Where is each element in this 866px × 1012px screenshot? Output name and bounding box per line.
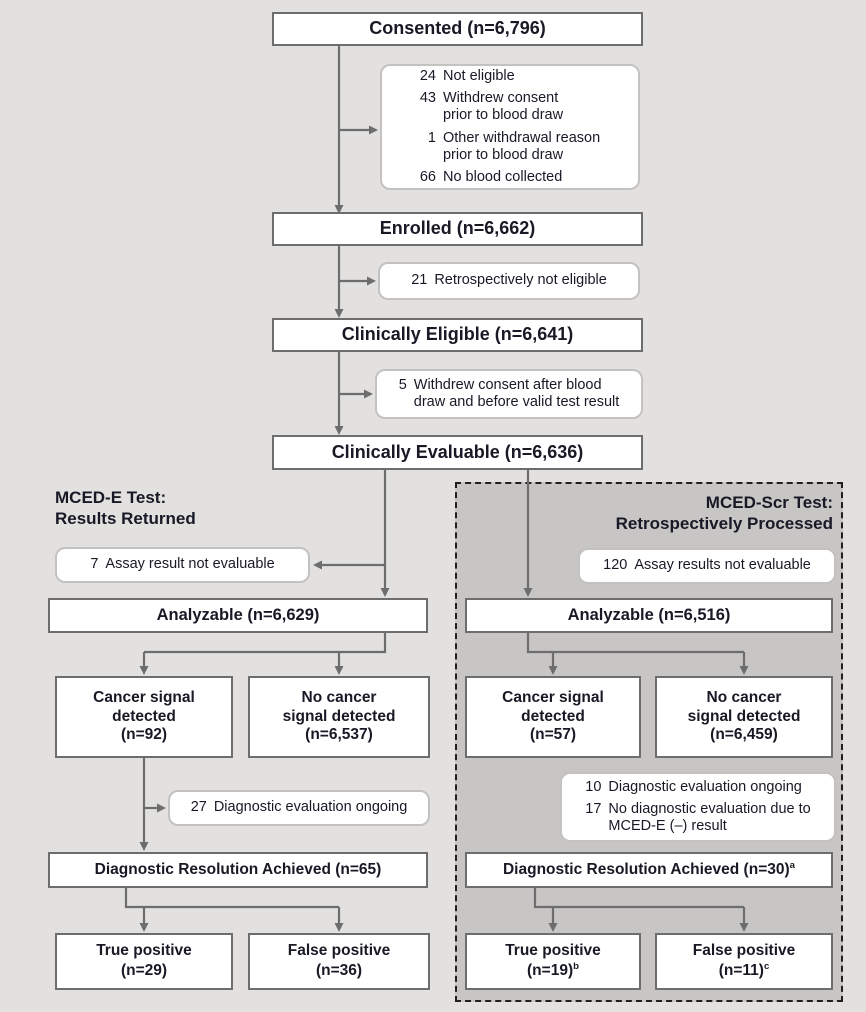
right-assay-list: 120 Assay results not evaluable [603,557,811,574]
resolution-footnote-sup: a [789,859,795,871]
tp-line1: True positive [505,942,601,960]
mced-scr-branch-header: MCED-Scr Test: Retrospectively Processed [615,493,833,534]
fp-line2-wrap: (n=36) [288,961,391,981]
note-item-count: 120 [603,557,628,574]
note-item-text: Assay result not evaluable [105,556,275,573]
tp-line2-wrap: (n=29) [96,961,192,981]
right-no-cancer-signal-box: No cancer signal detected (n=6,459) [655,676,833,758]
left-analyzable-box: Analyzable (n=6,629) [48,598,428,633]
note-item-text: Assay results not evaluable [634,557,811,574]
left-ongoing-note: 27 Diagnostic evaluation ongoing [168,790,430,826]
left-diagnostic-resolution-box: Diagnostic Resolution Achieved (n=65) [48,852,428,888]
note-item-text: Withdrew consent prior to blood draw [442,90,564,124]
left-assay-list: 7 Assay result not evaluable [90,556,274,573]
fp-footnote-sup: c [763,961,770,973]
eligible-exclusion-list: 5 Withdrew consent after blood draw and … [399,377,620,411]
tp-line1: True positive [96,942,192,960]
left-true-positive-label: True positive (n=29) [96,941,192,981]
consented-label: Consented (n=6,796) [369,18,546,39]
left-assay-note: 7 Assay result not evaluable [55,547,310,583]
right-true-positive-label: True positive (n=19)b [505,941,601,981]
mced-e-branch-header: MCED-E Test: Results Returned [55,488,196,529]
right-analyzable-box: Analyzable (n=6,516) [465,598,833,633]
fp-line2: (n=36) [315,962,363,980]
connector-lines [124,46,749,932]
fp-line1: False positive [287,942,391,960]
note-item-count: 7 [90,556,99,573]
left-cancer-signal-detected-label: Cancer signal detected (n=92) [93,688,195,744]
note-item-count: 27 [190,799,207,816]
left-false-positive-box: False positive (n=36) [248,933,430,990]
left-no-cancer-signal-box: No cancer signal detected (n=6,537) [248,676,430,758]
fp-line2: (n=11) [718,962,764,980]
enrolled-exclusion-list: 21 Retrospectively not eligible [411,272,607,289]
right-diagnostic-resolution-box: Diagnostic Resolution Achieved (n=30)a [465,852,833,888]
enrolled-label: Enrolled (n=6,662) [379,218,536,239]
clinically-evaluable-box: Clinically Evaluable (n=6,636) [272,435,643,470]
note-item-text: Retrospectively not eligible [434,272,607,289]
tp-footnote-sup: b [573,961,579,973]
right-cancer-signal-detected-box: Cancer signal detected (n=57) [465,676,641,758]
right-diagnostic-resolution-label: Diagnostic Resolution Achieved (n=30)a [503,860,795,880]
left-no-cancer-signal-label: No cancer signal detected (n=6,537) [282,688,396,744]
note-item-count: 5 [398,376,407,393]
left-analyzable-label: Analyzable (n=6,629) [156,606,320,625]
left-cancer-signal-detected-box: Cancer signal detected (n=92) [55,676,233,758]
note-item-text: No blood collected [442,168,563,185]
left-true-positive-box: True positive (n=29) [55,933,233,990]
note-item-text: Diagnostic evaluation ongoing [608,778,802,795]
note-item-count: 24 [419,68,436,85]
right-assay-note: 120 Assay results not evaluable [578,548,836,584]
note-item-text: Other withdrawal reason prior to blood d… [442,129,601,163]
left-diagnostic-resolution-label: Diagnostic Resolution Achieved (n=65) [95,860,382,880]
note-item-count: 21 [411,272,428,289]
fp-line2-wrap: (n=11)c [693,961,796,981]
right-cancer-signal-detected-label: Cancer signal detected (n=57) [502,688,604,744]
left-ongoing-list: 27 Diagnostic evaluation ongoing [191,799,408,816]
tp-line2-wrap: (n=19)b [505,961,601,981]
right-no-cancer-signal-label: No cancer signal detected (n=6,459) [687,688,801,744]
tp-line2: (n=29) [120,962,168,980]
note-item-count: 1 [427,129,436,146]
right-analyzable-label: Analyzable (n=6,516) [567,606,731,625]
right-false-positive-box: False positive (n=11)c [655,933,833,990]
consent-exclusions-list: 24 Not eligible 43 Withdrew consent prio… [420,68,600,186]
eligible-exclusion-note: 5 Withdrew consent after blood draw and … [375,369,643,419]
note-item-count: 17 [585,800,602,817]
note-item-text: Diagnostic evaluation ongoing [213,799,408,816]
fp-line1: False positive [692,942,796,960]
clinically-eligible-label: Clinically Eligible (n=6,641) [341,324,574,345]
note-item-text: No diagnostic evaluation due to MCED-E (… [608,800,811,835]
note-item-count: 43 [419,90,436,107]
consent-exclusions-note: 24 Not eligible 43 Withdrew consent prio… [380,64,640,190]
right-diag-list: 10 Diagnostic evaluation ongoing 17 No d… [585,779,810,835]
enrolled-exclusion-note: 21 Retrospectively not eligible [378,262,640,300]
tp-line2: (n=19) [527,962,574,980]
note-item-text: Withdrew consent after blood draw and be… [413,376,620,410]
clinically-evaluable-label: Clinically Evaluable (n=6,636) [331,441,584,462]
clinically-eligible-box: Clinically Eligible (n=6,641) [272,318,643,352]
right-false-positive-label: False positive (n=11)c [693,941,796,981]
right-true-positive-box: True positive (n=19)b [465,933,641,990]
note-item-count: 66 [419,168,436,185]
resolution-text: Diagnostic Resolution Achieved (n=65) [94,861,382,879]
resolution-text: Diagnostic Resolution Achieved (n=30) [502,861,790,879]
right-diag-note: 10 Diagnostic evaluation ongoing 17 No d… [560,772,836,842]
consented-box: Consented (n=6,796) [272,12,643,46]
left-false-positive-label: False positive (n=36) [288,941,391,981]
enrolled-box: Enrolled (n=6,662) [272,212,643,246]
note-item-text: Not eligible [442,68,515,85]
note-item-count: 10 [585,778,602,795]
